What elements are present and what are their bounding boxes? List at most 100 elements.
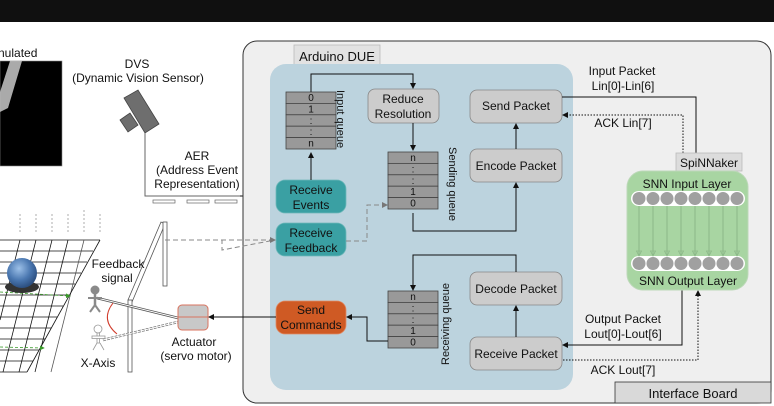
input-packet-line2: Lin[0]-Lin[6] (592, 79, 655, 93)
spinnaker-links (562, 96, 701, 361)
synapse-arrowhead (733, 250, 741, 257)
person-icon (88, 285, 102, 313)
receiving-queue-cell-label: n (410, 292, 416, 303)
output-packet-line1: Output Packet (585, 312, 662, 326)
reduce-resolution-box: Reduce Resolution (367, 88, 440, 124)
input-queue-cell-label: : (310, 127, 313, 138)
snn-input-layer-label: SNN Input Layer (643, 177, 732, 191)
sending-queue-cell-label: 1 (410, 187, 416, 198)
synapse-arrowhead (719, 250, 727, 257)
input-neuron (688, 192, 702, 205)
person-outline-icon (91, 324, 106, 351)
dvs-subtitle: (Dynamic Vision Sensor) (72, 71, 204, 85)
internal-flow-arrows (208, 73, 519, 342)
input-neuron (730, 192, 744, 205)
feedback-label-line1: Feedback (92, 257, 146, 271)
aer-line3: Representation) (154, 177, 239, 191)
encode-packet-label: Encode Packet (476, 159, 557, 173)
input-queue-cell-label: n (308, 139, 314, 150)
receiving-queue-cell-label: 0 (410, 338, 416, 349)
receive-feedback-line2: Feedback (285, 241, 339, 255)
feedback-label-line2: signal (101, 271, 132, 285)
receive-feedback-line1: Receive (289, 226, 333, 240)
send-packet-box: Send Packet (469, 89, 563, 124)
output-neuron (730, 257, 744, 270)
send-commands-line1: Send (297, 303, 325, 317)
output-neuron (632, 257, 646, 270)
simulated-dvs-image: nulated (0, 46, 63, 167)
output-neuron (660, 257, 674, 270)
dvs-title: DVS (125, 57, 150, 71)
synapse-arrowhead (677, 250, 685, 257)
spinnaker-label: SpiNNaker (680, 156, 738, 170)
receiving-queue: n::10 Receiving queue (387, 283, 452, 365)
receive-packet-box: Receive Packet (469, 336, 563, 371)
input-neuron (674, 192, 688, 205)
sending-queue-label: Sending queue (446, 147, 458, 221)
arduino-label: Arduino DUE (299, 49, 375, 64)
input-queue-cell-label: : (310, 116, 313, 127)
receive-packet-label: Receive Packet (474, 347, 558, 361)
sending-queue-cell (387, 197, 439, 210)
dvs-camera: DVS (Dynamic Vision Sensor) (72, 57, 204, 134)
synapse-arrowhead (705, 250, 713, 257)
synapse-arrowhead (649, 250, 657, 257)
interface-board-label: Interface Board (649, 386, 738, 401)
output-neuron (646, 257, 660, 270)
output-neuron (702, 257, 716, 270)
encode-packet-box: Encode Packet (469, 148, 563, 183)
input-neuron (632, 192, 646, 205)
output-neuron (716, 257, 730, 270)
input-queue-cell-label: 1 (308, 104, 314, 115)
event-packets-icon (152, 199, 238, 204)
input-neuron (702, 192, 716, 205)
reduce-line2: Resolution (375, 107, 432, 121)
reduce-line1: Reduce (382, 92, 424, 106)
input-neuron (716, 192, 730, 205)
sending-queue-cell-label: 0 (410, 199, 416, 210)
receiving-queue-cell-label: 1 (410, 326, 416, 337)
sending-queue: n::10 Sending queue (387, 147, 458, 221)
synapse-arrowhead (691, 250, 699, 257)
decode-packet-label: Decode Packet (475, 282, 557, 296)
pole-robot: Feedback signal X-Axis (81, 221, 179, 373)
sending-queue-cell-label: : (412, 164, 415, 175)
receive-feedback-box: Receive Feedback (275, 222, 347, 257)
actuator-label-line1: Actuator (172, 335, 217, 349)
ack-in-label: ACK Lin[7] (594, 116, 651, 130)
receive-events-box: Receive Events (275, 179, 347, 214)
send-commands-box: Send Commands (275, 300, 347, 335)
top-bar (0, 0, 774, 22)
receive-events-line2: Events (293, 198, 330, 212)
decode-packet-box: Decode Packet (469, 271, 563, 306)
receiving-queue-cell (387, 336, 439, 349)
aer-line1: AER (185, 149, 210, 163)
actuator-label-line2: (servo motor) (160, 349, 231, 363)
snn-output-layer-label: SNN Output Layer (639, 274, 737, 288)
camera-icon (119, 89, 160, 134)
receiving-queue-label: Receiving queue (440, 283, 452, 365)
input-queue-cell-label: 0 (308, 93, 314, 104)
aer-line2: (Address Event (156, 163, 239, 177)
input-queue: 01::n Input queue (285, 90, 346, 150)
input-queue-label: Input queue (334, 90, 346, 148)
actuator: Actuator (servo motor) (160, 304, 232, 363)
receiving-queue-cell-label: : (412, 303, 415, 314)
input-neuron (660, 192, 674, 205)
output-neuron (674, 257, 688, 270)
input-neuron (646, 192, 660, 205)
receiving-queue-cell-label: : (412, 315, 415, 326)
sending-queue-cell-label: : (412, 176, 415, 187)
simulated-label: nulated (0, 46, 37, 60)
send-commands-line2: Commands (280, 318, 341, 332)
synapse-arrowhead (635, 250, 643, 257)
synapse-arrowhead (663, 250, 671, 257)
x-axis-label: X-Axis (81, 356, 116, 370)
receive-events-line1: Receive (289, 183, 333, 197)
input-packet-line1: Input Packet (589, 64, 656, 78)
send-packet-label: Send Packet (482, 99, 551, 113)
arena-grid (0, 208, 101, 373)
ack-out-label: ACK Lout[7] (591, 363, 656, 377)
ball (5, 258, 39, 293)
